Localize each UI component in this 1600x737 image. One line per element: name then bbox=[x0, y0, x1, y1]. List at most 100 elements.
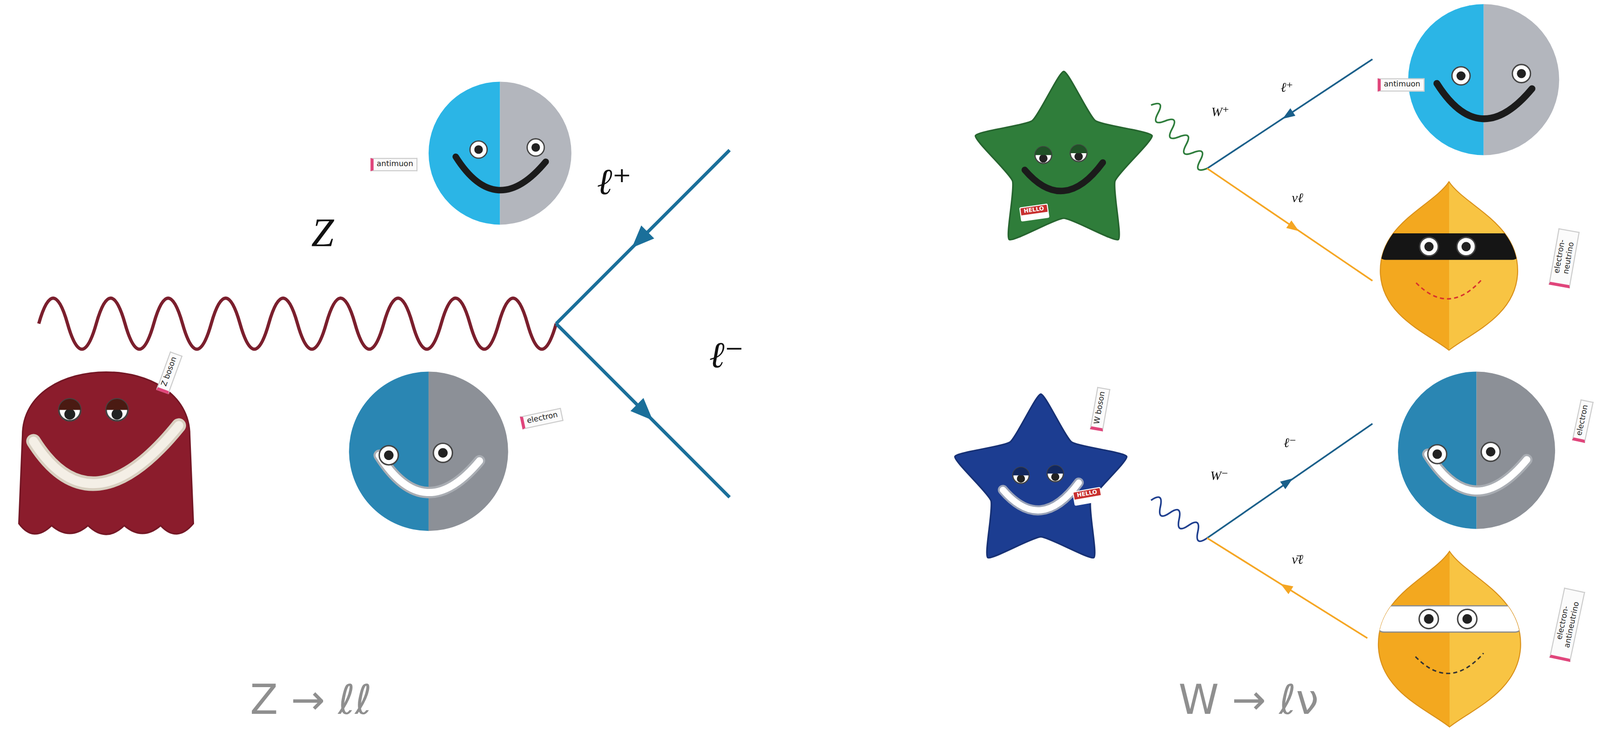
antineutrino-line bbox=[1207, 537, 1368, 638]
particle-plush: Z boson bbox=[15, 347, 197, 543]
plush-smile bbox=[1002, 482, 1079, 511]
label-holder: Z bbox=[311, 209, 334, 256]
fermion-arrow bbox=[1278, 579, 1294, 594]
particle-plush: electron- antineutrino bbox=[1375, 550, 1524, 727]
boson-label: W⁺ bbox=[1211, 105, 1230, 121]
plush-body bbox=[1378, 550, 1521, 727]
tag-holder: HELLO bbox=[1070, 478, 1103, 506]
plush-outline bbox=[1377, 181, 1521, 350]
plush-eyelid bbox=[58, 398, 81, 410]
tag-holder: HELLO bbox=[1017, 195, 1050, 222]
fermion-arrow bbox=[630, 397, 660, 427]
plush-tag: electron- antineutrino bbox=[1549, 587, 1586, 662]
plush-tag: electron- neutrino bbox=[1548, 228, 1580, 289]
plush-pupil bbox=[1456, 71, 1466, 81]
plush-outline bbox=[1375, 550, 1524, 727]
w-minus-propagator bbox=[1146, 494, 1212, 544]
plush-eye bbox=[1047, 465, 1064, 482]
plush-eye bbox=[1427, 444, 1447, 464]
particle-plush: electron bbox=[1395, 369, 1557, 531]
plush-tag: Z boson bbox=[156, 351, 183, 394]
label-holder: ℓ⁻ bbox=[708, 334, 744, 377]
plush-eye bbox=[379, 445, 399, 465]
plush-eye bbox=[526, 138, 545, 157]
plush-eyelid bbox=[1012, 466, 1030, 475]
plush-pupil bbox=[1462, 613, 1473, 624]
tag-holder: W boson bbox=[1083, 385, 1110, 432]
plush-pupil bbox=[1039, 153, 1048, 163]
z-boson-propagator bbox=[38, 297, 557, 349]
plush-outline bbox=[943, 385, 1139, 575]
antilepton-line bbox=[556, 149, 730, 324]
plush-eye bbox=[1419, 608, 1439, 628]
plush-eye bbox=[58, 398, 81, 421]
particle-label: ℓ⁻ bbox=[708, 334, 744, 377]
lepton-line bbox=[556, 323, 730, 498]
plush-mask bbox=[1377, 233, 1521, 260]
particle-plush: W bosonHELLO bbox=[943, 385, 1139, 575]
plush-pupil bbox=[384, 450, 394, 460]
lepton-plush bbox=[1408, 4, 1560, 155]
plush-right-half bbox=[499, 81, 572, 225]
z-boson-plush bbox=[19, 372, 194, 535]
name-badge: HELLO bbox=[1072, 486, 1103, 506]
neutrino-line bbox=[1207, 168, 1373, 281]
w-boson-plush bbox=[975, 71, 1153, 240]
process-caption: Z → ℓℓ bbox=[250, 675, 373, 723]
boson-label: Z bbox=[311, 209, 334, 256]
particle-plush: electron- neutrino bbox=[1377, 181, 1521, 350]
plush-eyelid bbox=[1047, 465, 1064, 474]
plush-pupil bbox=[474, 145, 483, 154]
tag-holder: antimuon bbox=[1377, 72, 1425, 92]
plush-pupil bbox=[1051, 472, 1060, 481]
particle-plush: HELLO bbox=[964, 63, 1164, 258]
plush-pupil bbox=[1074, 152, 1083, 161]
plush-outline bbox=[1395, 369, 1557, 531]
label-holder: ℓ⁻ bbox=[1283, 432, 1297, 451]
label-holder: W⁻ bbox=[1210, 465, 1229, 484]
plush-pupil bbox=[1516, 68, 1526, 78]
plush-outline bbox=[347, 369, 511, 533]
plush-eye bbox=[1012, 466, 1030, 484]
plush-tag: antimuon bbox=[1377, 78, 1425, 92]
fermion-arrow bbox=[1286, 220, 1302, 235]
plush-tag: electron bbox=[1571, 399, 1594, 443]
particle-plush: antimuon bbox=[1405, 2, 1561, 158]
plush-body bbox=[975, 71, 1153, 240]
fermion-arrow bbox=[1280, 108, 1296, 123]
boson-label: W⁻ bbox=[1210, 468, 1229, 484]
label-holder: ℓ⁺ bbox=[1280, 77, 1293, 96]
label-holder: W⁺ bbox=[1211, 101, 1230, 121]
particle-label: ℓ⁺ bbox=[596, 161, 632, 204]
plush-eye bbox=[433, 443, 453, 463]
plush-smile bbox=[455, 156, 546, 191]
particle-label: ℓ⁺ bbox=[1280, 80, 1293, 96]
fermion-arrow bbox=[625, 225, 655, 255]
plush-pupil bbox=[1461, 241, 1471, 252]
w-plus-propagator bbox=[1145, 100, 1213, 173]
plush-left-half bbox=[348, 371, 429, 531]
plush-tag: electron bbox=[519, 407, 564, 430]
particle-label: ℓ⁻ bbox=[1283, 435, 1297, 451]
tag-holder: antimuon bbox=[370, 151, 418, 171]
plush-left-half bbox=[1397, 371, 1477, 529]
plush-tag: W boson bbox=[1089, 386, 1110, 432]
plush-smile-outline bbox=[1002, 482, 1079, 511]
plush-smile bbox=[1436, 83, 1532, 119]
plush-eye bbox=[1070, 144, 1088, 162]
particle-label: ν̄ℓ bbox=[1292, 551, 1304, 568]
plush-pupil bbox=[1432, 449, 1443, 459]
neutrino-plush bbox=[1375, 550, 1524, 727]
plush-right-half bbox=[1483, 4, 1560, 155]
plush-smile-outline bbox=[33, 425, 179, 484]
plush-eyelid bbox=[105, 398, 128, 410]
lepton-plush bbox=[428, 81, 572, 225]
plush-outline bbox=[964, 63, 1164, 258]
tag-holder: electron bbox=[518, 401, 564, 430]
process-caption: W → ℓν bbox=[1178, 675, 1319, 723]
plush-pupil bbox=[111, 408, 123, 420]
plush-body bbox=[1380, 181, 1518, 350]
plush-smile bbox=[1415, 652, 1484, 673]
plush-left-half bbox=[428, 81, 500, 225]
